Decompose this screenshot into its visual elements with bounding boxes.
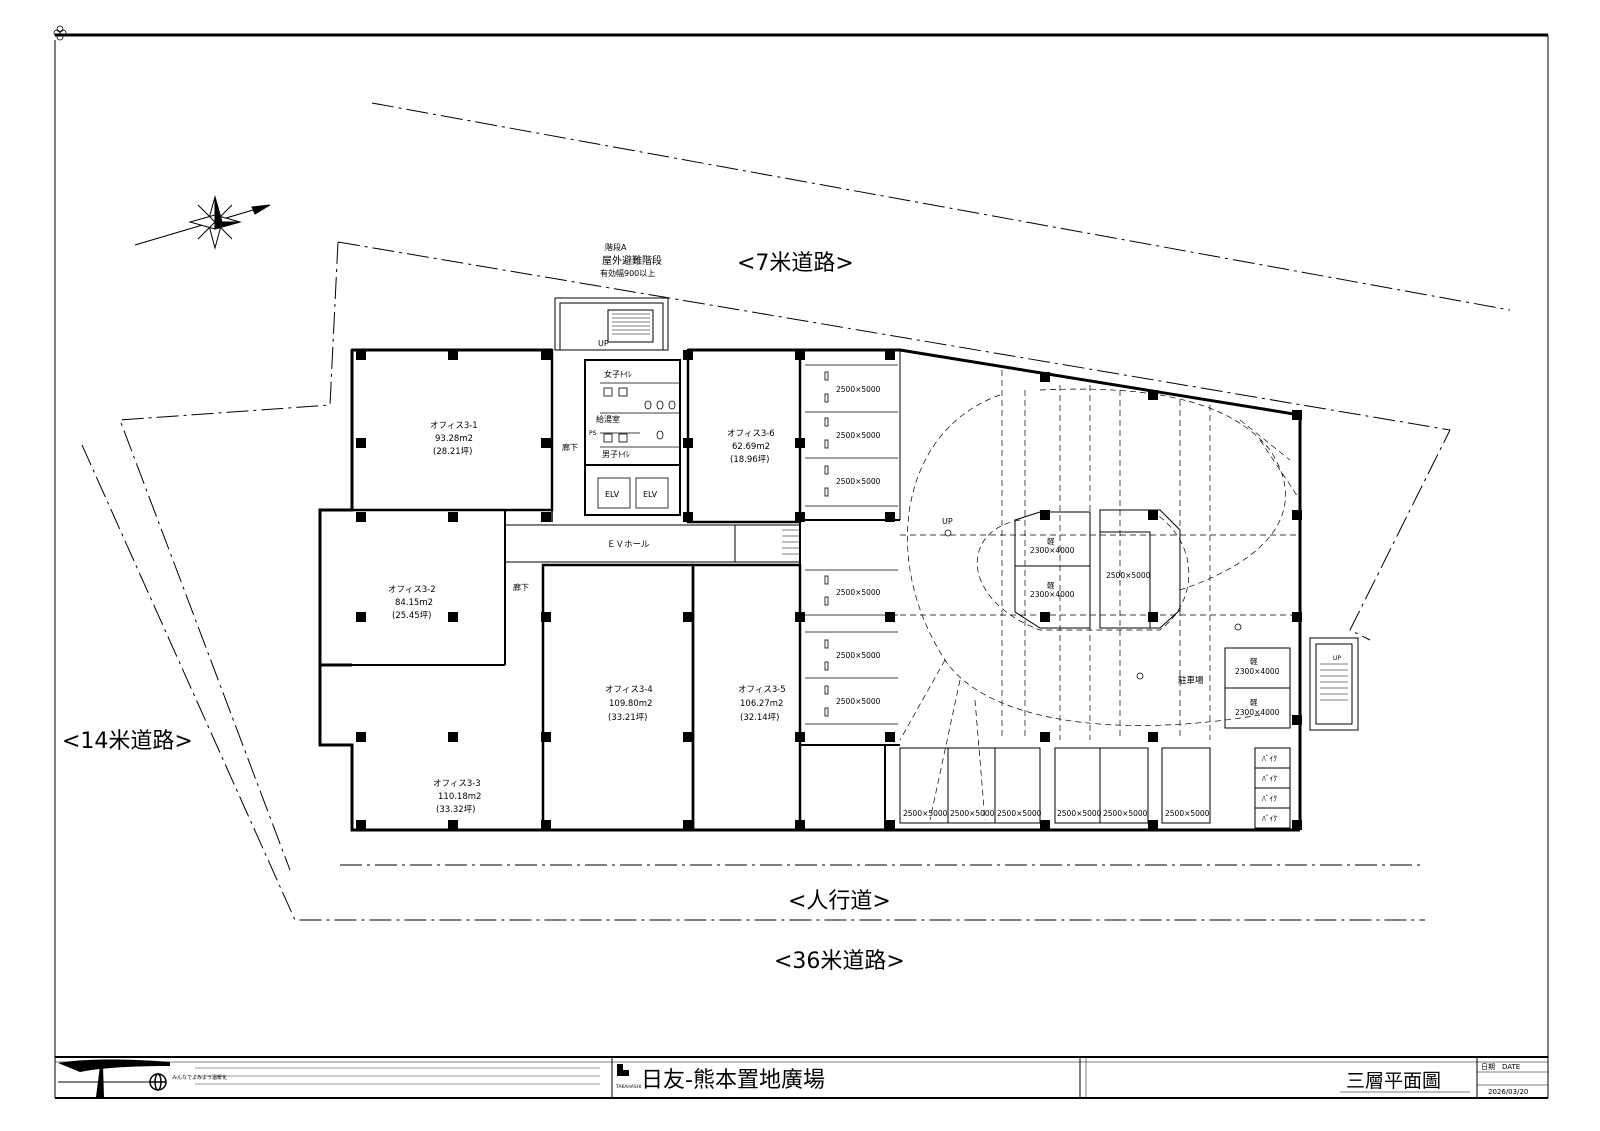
stair-b <box>1309 637 1359 731</box>
site-boundary <box>81 102 1511 921</box>
stall-size: 2500×5000 <box>1106 571 1151 580</box>
stall-size: 2300×4000 <box>1235 667 1280 676</box>
logo-text: TAKAHASHI <box>615 1084 641 1090</box>
date-label: 日期 DATE <box>1481 1063 1520 1071</box>
stair-a-width: 有効幅900以上 <box>600 268 655 278</box>
road-label-sidewalk: <人行道> <box>788 889 891 914</box>
elevator-1: ELV <box>605 490 620 499</box>
parking-label: 駐車場 <box>1178 675 1204 686</box>
office-area: 93.28m2 <box>435 434 473 444</box>
office-tsubo: (33.32坪) <box>436 805 475 815</box>
office-tsubo: (32.14坪) <box>740 713 779 723</box>
stall-size: 2500×5000 <box>836 588 881 597</box>
stall-size: 2500×5000 <box>903 809 948 818</box>
slogan: みんなでよみよう温暖化 <box>172 1074 227 1081</box>
compact-label: 軽 <box>1047 581 1055 590</box>
bike-label: ﾊﾞｲｸ <box>1262 794 1277 803</box>
office-3-3: オフィス3-3 110.18m2 (33.32坪) <box>433 779 481 815</box>
elevator-2: ELV <box>643 490 658 499</box>
office-name: オフィス3-5 <box>738 685 786 695</box>
compact-label: 軽 <box>1047 537 1055 546</box>
ramp-up-label: UP <box>942 517 953 526</box>
parking-stalls-east <box>1224 647 1291 729</box>
stall-size: 2500×5000 <box>950 809 995 818</box>
bike-stalls <box>1254 747 1291 831</box>
women-toilet-label: 女子ﾄｲﾚ <box>604 369 632 379</box>
bike-label: ﾊﾞｲｸ <box>1262 814 1277 823</box>
project-title: 日友-熊本置地廣場 <box>641 1068 825 1093</box>
parking-stalls-south <box>899 747 1211 824</box>
hall-stair <box>782 529 800 555</box>
office-name: オフィス3-6 <box>727 429 775 439</box>
stall-size: 2500×5000 <box>836 651 881 660</box>
road-label-north: <7米道路> <box>737 251 854 276</box>
stair-a-label: 階段A <box>605 242 627 252</box>
office-area: 109.80m2 <box>609 699 652 709</box>
tree-logo-icon <box>58 1059 170 1097</box>
office-area: 110.18m2 <box>438 792 481 802</box>
ps-label: PS <box>589 430 597 437</box>
stall-size: 2500×5000 <box>1103 809 1148 818</box>
corner-mark-icon <box>53 25 67 41</box>
office-name: オフィス3-3 <box>433 779 481 789</box>
office-tsubo: (25.45坪) <box>392 611 431 621</box>
core-fixtures <box>597 382 680 509</box>
title-block <box>55 1056 1548 1098</box>
office-area: 106.27m2 <box>740 699 783 709</box>
stair-a-up: UP <box>598 339 609 348</box>
stair-a-type: 屋外避難階段 <box>602 254 662 267</box>
bike-label: ﾊﾞｲｸ <box>1262 774 1277 783</box>
stall-size: 2300×4000 <box>1030 590 1075 599</box>
road-label-west: <14米道路> <box>62 729 193 754</box>
compact-label: 軽 <box>1250 657 1258 666</box>
office-3-4: オフィス3-4 109.80m2 (33.21坪) <box>605 685 653 723</box>
office-name: オフィス3-4 <box>605 685 653 695</box>
compact-label: 軽 <box>1250 698 1258 707</box>
drawing-title: 三層平面圖 <box>1346 1070 1441 1092</box>
ev-hall-label: ＥＶホール <box>607 540 650 550</box>
stall-size: 2500×5000 <box>1057 809 1102 818</box>
stall-size: 2300×4000 <box>1030 546 1075 555</box>
office-3-1: オフィス3-1 93.28m2 (28.21坪) <box>430 421 478 457</box>
parking-stalls-center <box>1014 509 1181 629</box>
office-3-6: オフィス3-6 62.69m2 (18.96坪) <box>727 429 775 465</box>
bike-label: ﾊﾞｲｸ <box>1262 754 1277 763</box>
drawing-frame <box>54 33 1549 1099</box>
stall-size: 2500×5000 <box>1165 809 1210 818</box>
pantry-label: 給湯室 <box>596 414 620 424</box>
office-3-2: オフィス3-2 84.15m2 (25.45坪) <box>388 585 436 621</box>
office-area: 62.69m2 <box>732 442 770 452</box>
corridor-label-2: 廊下 <box>513 582 529 592</box>
road-label-south: <36米道路> <box>774 949 905 974</box>
stair-b-up: UP <box>1333 655 1341 662</box>
office-tsubo: (28.21坪) <box>433 447 472 457</box>
office-tsubo: (33.21坪) <box>608 713 647 723</box>
parking-stalls-west <box>805 364 898 725</box>
takahashi-logo-icon <box>617 1064 629 1076</box>
office-tsubo: (18.96坪) <box>730 455 769 465</box>
corridor-label-1: 廊下 <box>562 442 578 452</box>
office-name: オフィス3-1 <box>430 421 478 431</box>
globe-icon <box>149 1073 167 1091</box>
ramp-arrow <box>944 529 1242 680</box>
office-name: オフィス3-2 <box>388 585 436 595</box>
stall-size: 2500×5000 <box>836 477 881 486</box>
stall-size: 2300×4000 <box>1235 708 1280 717</box>
stall-size: 2500×5000 <box>997 809 1042 818</box>
men-toilet-label: 男子ﾄｲﾚ <box>602 450 630 459</box>
stall-size: 2500×5000 <box>836 431 881 440</box>
north-arrow-icon <box>134 195 271 250</box>
stall-size: 2500×5000 <box>836 697 881 706</box>
date-value: 2026/03/20 <box>1488 1088 1528 1096</box>
structural-columns <box>356 350 1302 830</box>
office-3-5: オフィス3-5 106.27m2 (32.14坪) <box>738 685 786 723</box>
office-area: 84.15m2 <box>395 598 433 608</box>
stair-a <box>554 297 669 351</box>
stall-size: 2500×5000 <box>836 385 881 394</box>
